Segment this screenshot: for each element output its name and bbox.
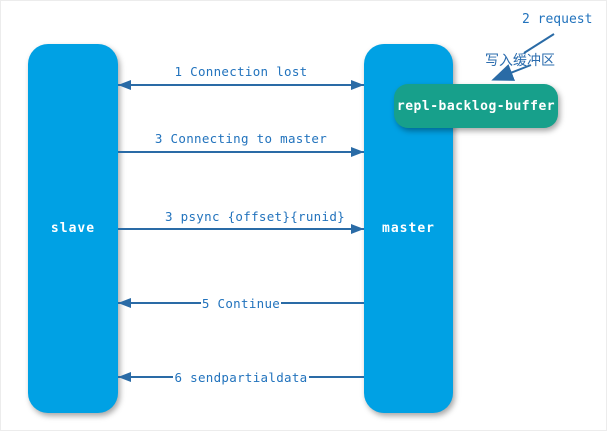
master-node-label: master [382,221,435,236]
arrowhead-right-icon [351,80,364,90]
annotation-arrows [491,33,555,81]
arrowhead-right-icon [351,147,364,157]
message-label-continue-text: 5 Continue [200,296,282,311]
message-label-continue: 5 Continue [118,296,364,311]
message-label-sendpartialdata-text: 6 sendpartialdata [173,370,309,385]
message-line-connecting [118,151,364,153]
slave-node-label: slave [50,221,96,236]
arrowhead-left-icon [118,372,131,382]
message-label-sendpartialdata: 6 sendpartialdata [118,370,364,385]
arrowhead-right-icon [351,224,364,234]
message-line-psync [118,228,364,230]
arrowhead-left-icon [118,80,131,90]
repl-backlog-buffer-box: repl-backlog-buffer [394,84,558,128]
message-label-connection-lost: 1 Connection lost [174,64,308,79]
request-annotation: 2 request [522,12,593,27]
message-label-psync: 3 psync {offset}{runid} [165,209,345,224]
request-pointer-line [523,33,555,54]
slave-node: slave [28,44,118,413]
write-buffer-arrow-icon [491,64,532,81]
message-label-connecting: 3 Connecting to master [154,131,328,146]
message-line-connection-lost [118,84,364,86]
arrowhead-left-icon [118,298,131,308]
repl-backlog-buffer-label: repl-backlog-buffer [396,98,556,114]
